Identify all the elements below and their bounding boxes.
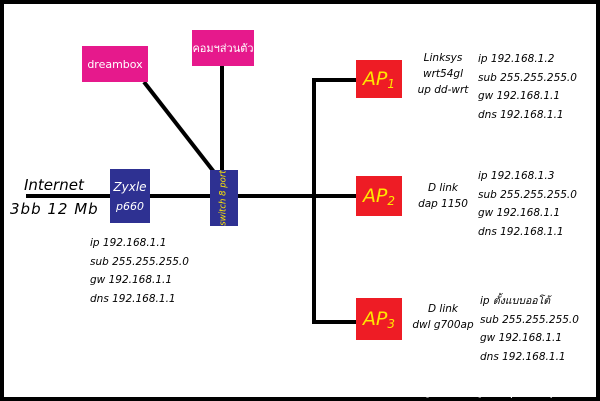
ap1-gw: gw 192.168.1.1 <box>478 90 561 102</box>
ap1-sub: sub 255.255.255.0 <box>478 71 577 84</box>
modem-gw: gw 192.168.1.1 <box>90 274 173 286</box>
ap2-sub: sub 255.255.255.0 <box>478 188 577 201</box>
modem-box: Zyxle p660 <box>110 169 150 223</box>
diagram-canvas: Internet 3bb 12 Mb Zyxle p660 ip 192.168… <box>4 4 596 397</box>
ap3-label: AP3 <box>362 307 396 331</box>
ap1-desc-brand: Linksys <box>423 52 463 64</box>
dreambox-label: dreambox <box>87 57 143 71</box>
ap3-sub: sub 255.255.255.0 <box>480 313 579 326</box>
ap1-label: AP1 <box>362 67 396 91</box>
ap2-ip: ip 192.168.1.3 <box>478 170 555 182</box>
switch-box: switch 8 port <box>210 170 238 226</box>
ap3-dns: dns 192.168.1.1 <box>480 350 566 363</box>
pc-label: คอมฯส่วนตัว <box>192 42 254 55</box>
ap3-desc-model: dwl g700ap <box>412 319 474 331</box>
ap2-desc-brand: D link <box>428 182 458 194</box>
modem-name: Zyxle <box>113 179 147 194</box>
ap2-gw: gw 192.168.1.1 <box>478 207 561 219</box>
ap1-box: AP1 <box>356 60 402 98</box>
internet-label: Internet <box>24 176 84 194</box>
ap1-desc-firmware: up dd-wrt <box>417 84 469 96</box>
ap3-desc-brand: D link <box>428 303 458 315</box>
ap1-description: Linksys wrt54gl up dd-wrt <box>408 50 478 98</box>
ap1-network-info: ip 192.168.1.2 sub 255.255.255.0 gw 192.… <box>478 50 577 124</box>
ap2-label: AP2 <box>362 184 396 208</box>
ap2-network-info: ip 192.168.1.3 sub 255.255.255.0 gw 192.… <box>478 167 577 241</box>
ap2-dns: dns 192.168.1.1 <box>478 225 564 238</box>
modem-sub: sub 255.255.255.0 <box>90 255 189 268</box>
network-wires <box>26 64 358 324</box>
ap3-box: AP3 <box>356 298 402 340</box>
dreambox-link <box>142 80 216 174</box>
modem-dns: dns 192.168.1.1 <box>90 292 176 305</box>
ap3-gw: gw 192.168.1.1 <box>480 332 563 344</box>
ap2-desc-model: dap 1150 <box>418 198 468 210</box>
ap3-network-info: ip ตั้งแบบออโต้ sub 255.255.255.0 gw 192… <box>480 292 579 366</box>
ap1-desc-model: wrt54gl <box>423 68 463 80</box>
pc-box: คอมฯส่วนตัว <box>192 30 254 66</box>
switch-label: switch 8 port <box>219 170 229 226</box>
ap2-description: D link dap 1150 <box>408 180 478 212</box>
ap1-ip: ip 192.168.1.2 <box>478 53 555 65</box>
internet-speed-label: 3bb 12 Mb <box>10 200 99 218</box>
modem-ip: ip 192.168.1.1 <box>90 237 167 249</box>
image-caption: [800x509] https://upic.me/ <box>423 386 596 399</box>
modem-model: p660 <box>116 199 144 213</box>
ap3-description: D link dwl g700ap <box>408 301 478 333</box>
ap3-ip: ip ตั้งแบบออโต้ <box>480 295 551 307</box>
modem-network-info: ip 192.168.1.1 sub 255.255.255.0 gw 192.… <box>90 234 189 308</box>
ap1-dns: dns 192.168.1.1 <box>478 108 564 121</box>
ap2-box: AP2 <box>356 176 402 216</box>
dreambox-box: dreambox <box>82 46 148 82</box>
